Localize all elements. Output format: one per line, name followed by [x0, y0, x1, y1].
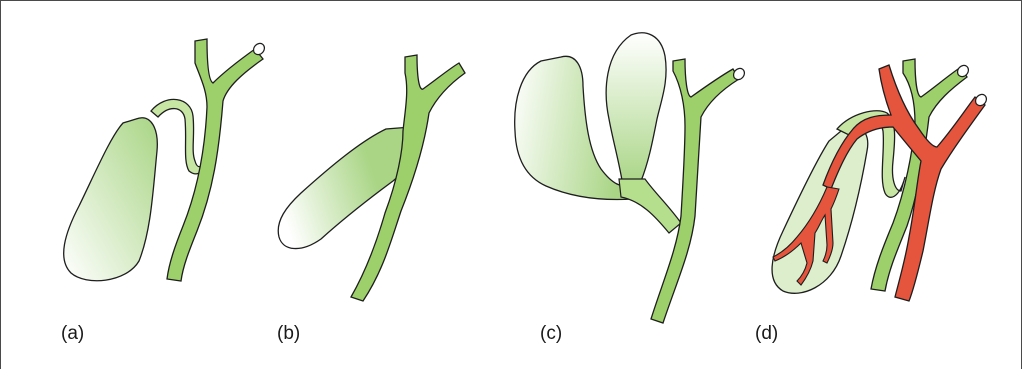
- panel-c-gallbladder-right: [606, 33, 666, 186]
- panel-c-duct-junction: [619, 179, 681, 233]
- panel-label-d: (d): [755, 323, 778, 345]
- panel-c-common-duct: [651, 59, 739, 323]
- panel-label-c: (c): [540, 323, 562, 345]
- panel-d-drawing: [772, 59, 989, 301]
- panel-label-a: (a): [61, 323, 84, 345]
- panel-label-b: (b): [277, 323, 300, 345]
- panel-a-common-duct: [167, 39, 263, 281]
- panel-a-drawing: [64, 39, 267, 281]
- panel-b-drawing: [278, 55, 465, 301]
- panel-a-gallbladder: [64, 118, 158, 281]
- panel-c-drawing: [515, 33, 747, 323]
